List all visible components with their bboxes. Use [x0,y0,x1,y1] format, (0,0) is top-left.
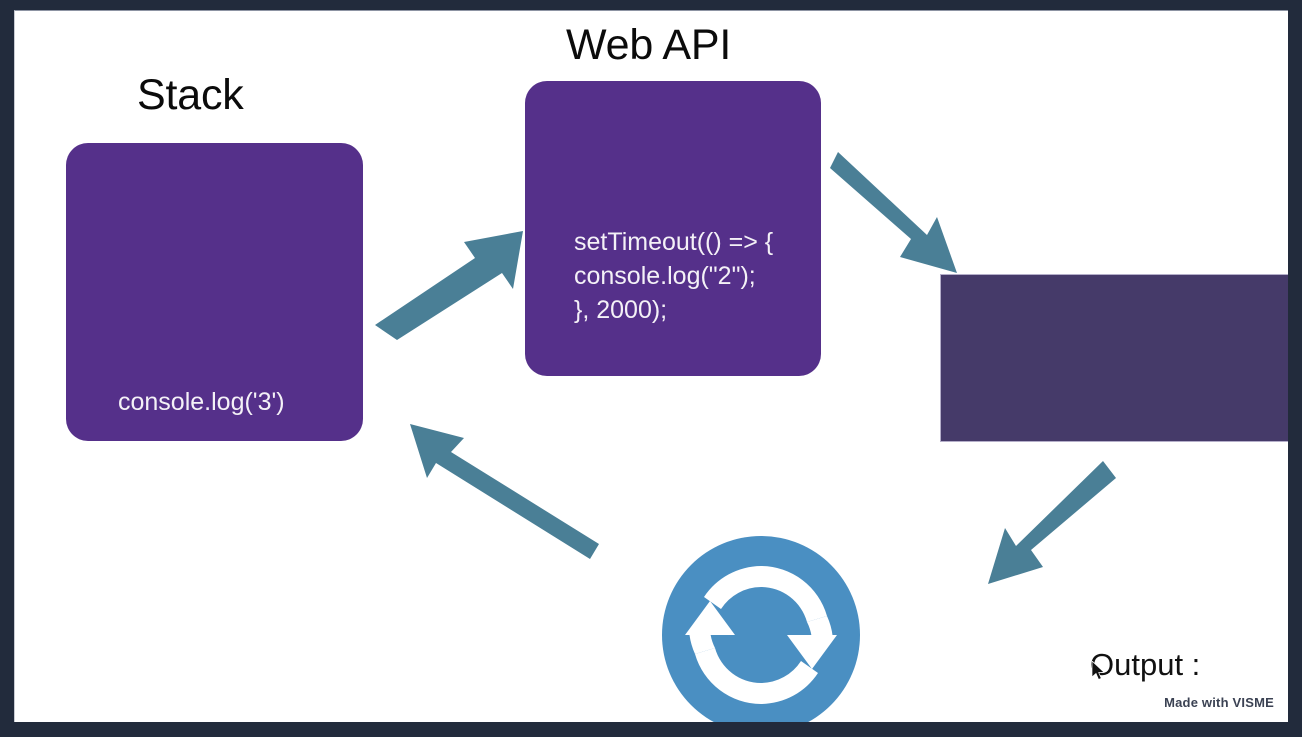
stack-title: Stack [137,71,244,119]
arrow-queue-to-output-icon [988,461,1116,584]
arrow-webapi-to-queue-icon [830,152,957,273]
event-loop-circular-arrows-icon[interactable] [661,535,861,722]
stack-code-text: console.log('3') [118,388,285,416]
visme-watermark: Made with VISME [1164,695,1274,710]
output-block: Output : 1 3 [1090,574,1200,722]
mouse-pointer-icon [1092,661,1105,680]
web-api-title: Web API [566,21,732,69]
arrow-stack-to-webapi-icon [375,231,523,340]
callback-queue-box[interactable] [940,274,1288,442]
web-api-code-text: setTimeout(() => { console.log("2"); }, … [574,228,774,324]
arrow-event-loop-to-stack-icon [410,424,599,559]
output-title: Output : [1090,646,1201,682]
web-api-box[interactable]: setTimeout(() => { console.log("2"); }, … [525,81,821,376]
slide-canvas: Stack Web API console.log('3') setTimeou… [14,10,1288,722]
stack-box[interactable]: console.log('3') [66,143,363,441]
